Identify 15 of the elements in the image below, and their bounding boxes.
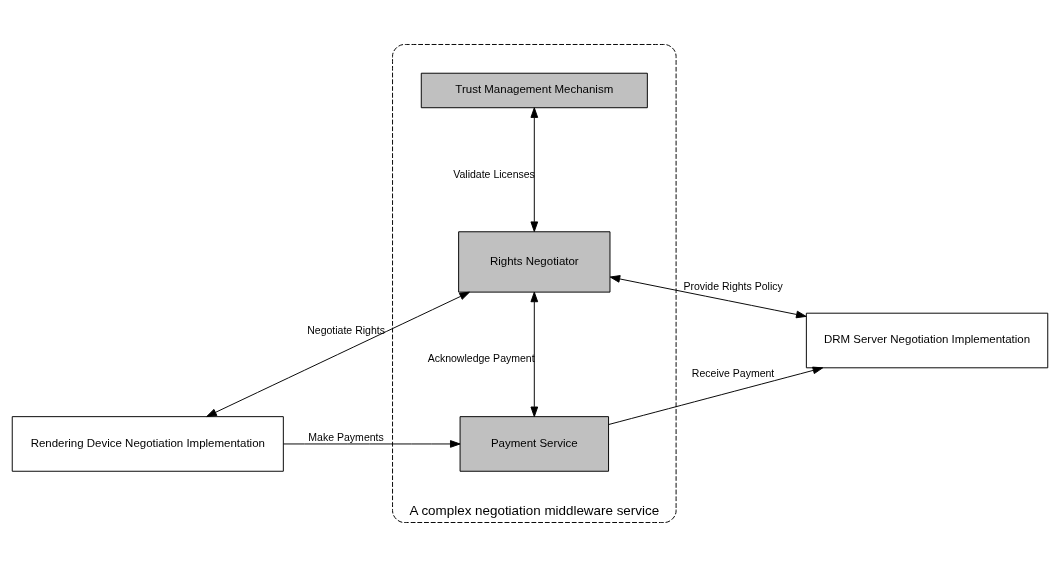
- arrow: [608, 366, 824, 425]
- node-box: Rights Negotiator: [458, 231, 611, 293]
- arrow: [283, 440, 461, 448]
- arrow: [206, 291, 470, 417]
- edge-label: Provide Rights Policy: [683, 279, 783, 292]
- arrow: [530, 107, 539, 232]
- node-box: Rendering Device Negotiation Implementation: [11, 416, 284, 472]
- arrow: [609, 275, 807, 319]
- edge-label: Make Payments: [308, 430, 384, 443]
- arrow: [530, 291, 539, 418]
- node-box: Trust Management Mechanism: [420, 72, 648, 109]
- node-box: Payment Service: [459, 416, 610, 472]
- node-box: DRM Server Negotiation Implementation: [805, 312, 1049, 369]
- edge-label: Negotiate Rights: [307, 323, 385, 336]
- edge-label: Receive Payment: [691, 366, 775, 379]
